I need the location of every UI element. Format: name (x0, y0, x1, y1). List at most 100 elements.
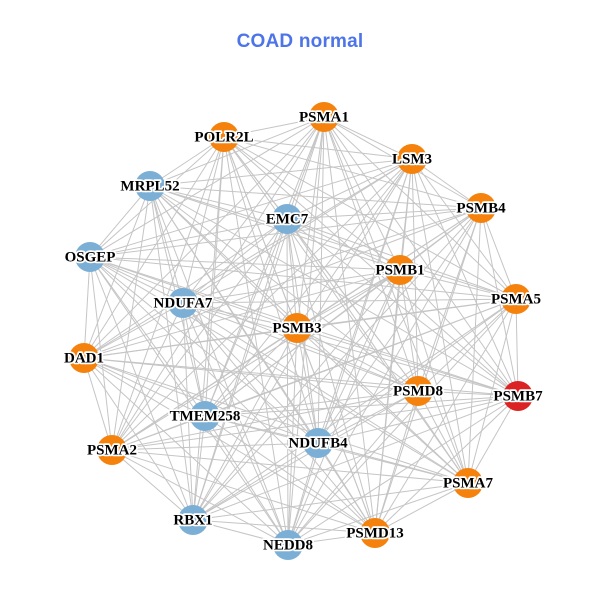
graph-edge (111, 298, 517, 451)
graph-edge (223, 116, 325, 138)
graph-edge (204, 116, 325, 417)
graph-node-lsm3[interactable] (397, 144, 427, 174)
node-label-ndufb4: NDUFB4 (288, 436, 348, 452)
graph-edge (192, 519, 376, 534)
graph-edge (182, 302, 519, 397)
graph-edge (83, 327, 298, 359)
graph-edge (223, 136, 289, 546)
graph-edge (286, 218, 376, 534)
graph-node-rbx1[interactable] (178, 505, 208, 535)
graph-edge (296, 327, 419, 392)
graph-node-psmb1[interactable] (385, 255, 415, 285)
graph-edge (467, 207, 482, 484)
graph-node-osgep[interactable] (75, 242, 105, 272)
graph-edge (83, 357, 206, 417)
graph-node-psmb7[interactable] (503, 381, 533, 411)
graph-edge (515, 298, 519, 397)
graph-edge (83, 207, 482, 359)
graph-edge (149, 185, 184, 304)
graph-edge (83, 357, 289, 546)
graph-edge (83, 357, 319, 444)
graph-node-nedd8[interactable] (273, 530, 303, 560)
node-label-emc7: EMC7 (266, 212, 309, 228)
graph-edge (287, 442, 319, 546)
graph-edge (149, 185, 419, 392)
graph-edge (192, 482, 469, 521)
graph-edge (111, 390, 419, 451)
graph-edge (286, 218, 289, 546)
graph-edge (411, 158, 469, 484)
graph-edge (83, 357, 194, 521)
graph-edge (149, 185, 376, 534)
node-label-psmb3: PSMB3 (272, 321, 321, 337)
node-label-dad1: DAD1 (64, 351, 104, 367)
graph-edge (89, 256, 206, 417)
graph-node-dad1[interactable] (69, 343, 99, 373)
graph-edge (182, 207, 482, 304)
edge-layer (83, 116, 519, 546)
graph-edge (204, 415, 376, 534)
label-layer: PSMA1POLR2LLSM3MRPL52PSMB4EMC7OSGEPPSMB1… (62, 108, 545, 556)
graph-edge (111, 415, 206, 451)
graph-edge (111, 449, 469, 484)
graph-edge (182, 218, 288, 304)
graph-edge (223, 136, 519, 397)
graph-edge (411, 158, 419, 392)
graph-edge (89, 218, 288, 258)
node-label-psma1: PSMA1 (299, 110, 349, 126)
graph-edge (287, 207, 482, 546)
graph-edge (111, 449, 289, 546)
graph-edge (149, 185, 288, 220)
node-label-psma2: PSMA2 (87, 443, 137, 459)
graph-node-emc7[interactable] (272, 204, 302, 234)
graph-edge (223, 136, 517, 300)
graph-edge (411, 158, 519, 397)
graph-node-psmd13[interactable] (360, 518, 390, 548)
node-label-ndufa7: NDUFA7 (154, 296, 213, 312)
graph-edge (89, 256, 289, 546)
graph-node-psma2[interactable] (97, 435, 127, 465)
node-label-polr2l: POLR2L (194, 130, 253, 146)
graph-edge (89, 256, 469, 484)
graph-node-mrpl52[interactable] (135, 171, 165, 201)
graph-edge (374, 298, 517, 534)
graph-edge (111, 449, 194, 521)
graph-edge (111, 395, 519, 451)
graph-edge (149, 185, 519, 397)
graph-edge (296, 327, 519, 397)
graph-edge (323, 116, 376, 534)
graph-edge (149, 185, 298, 329)
graph-edge (480, 207, 517, 300)
graph-edge (89, 185, 151, 258)
graph-edge (223, 136, 401, 271)
graph-edge (89, 116, 325, 258)
graph-edge (286, 116, 325, 220)
graph-edge (192, 298, 517, 521)
graph-node-psmb3[interactable] (282, 313, 312, 343)
graph-node-tmem258[interactable] (190, 401, 220, 431)
graph-edge (204, 395, 519, 417)
graph-edge (149, 185, 289, 546)
graph-edge (204, 415, 469, 484)
graph-node-psma1[interactable] (309, 102, 339, 132)
graph-node-ndufb4[interactable] (303, 428, 333, 458)
graph-node-polr2l[interactable] (209, 122, 239, 152)
graph-edge (286, 207, 482, 220)
graph-edge (83, 357, 113, 451)
graph-edge (287, 482, 469, 546)
graph-node-psmb4[interactable] (466, 193, 496, 223)
node-label-psmd8: PSMD8 (393, 384, 443, 400)
graph-node-psma7[interactable] (453, 468, 483, 498)
node-layer (69, 102, 533, 560)
graph-edge (89, 256, 319, 444)
graph-edge (182, 136, 225, 304)
graph-edge (374, 395, 519, 534)
graph-node-psma5[interactable] (501, 284, 531, 314)
graph-node-ndufa7[interactable] (168, 288, 198, 318)
graph-node-psmd8[interactable] (403, 376, 433, 406)
graph-edge (399, 269, 519, 397)
graph-edge (83, 357, 469, 484)
node-label-lsm3: LSM3 (392, 152, 432, 168)
